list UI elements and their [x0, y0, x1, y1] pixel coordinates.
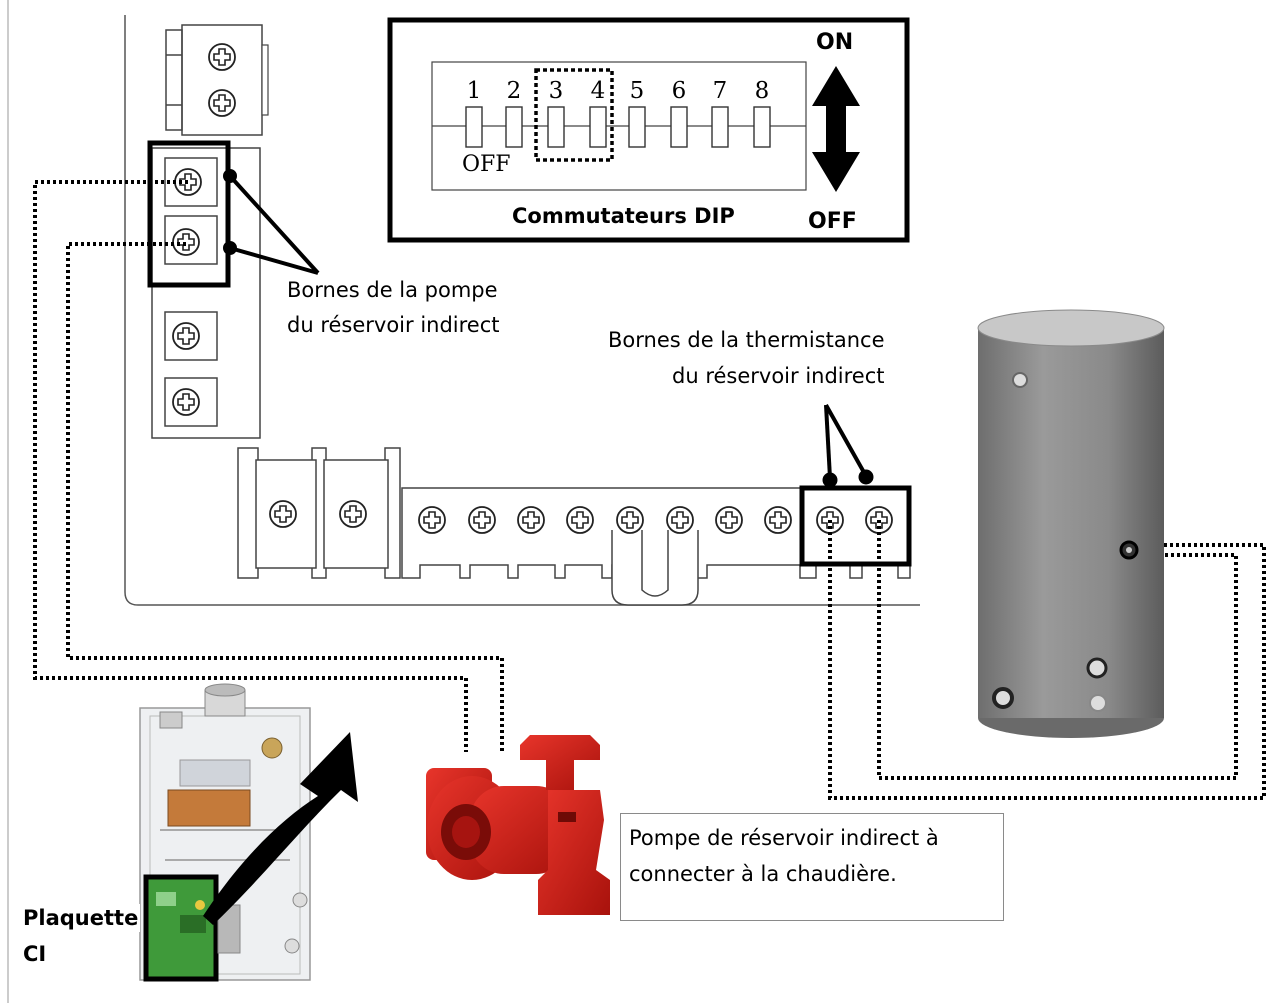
dip-on-label: ON — [816, 30, 854, 55]
left-terminal-block — [151, 147, 261, 439]
dip-switch-number: 3 — [549, 78, 564, 104]
thermistor-terminals-label-line2: du réservoir indirect — [672, 364, 885, 388]
dip-switch-toggle — [465, 106, 483, 148]
bottom-terminal-rail — [237, 447, 911, 606]
dip-switch-3-4-highlight — [534, 68, 614, 162]
pump-terminals-label-line2: du réservoir indirect — [287, 313, 500, 337]
dotted-wiring — [33, 180, 1266, 800]
pump-note-line2: connecter à la chaudière. — [629, 862, 897, 886]
dip-switch-toggle — [505, 106, 523, 148]
dip-switch-off-label: OFF — [462, 152, 511, 177]
dip-off-label: OFF — [808, 209, 857, 234]
top-terminal-block — [165, 24, 269, 136]
pcb-callout-arrow — [203, 732, 358, 925]
pcb-label-line1: Plaquette — [23, 904, 141, 933]
dip-title: Commutateurs DIP — [512, 204, 735, 228]
dip-switch-number: 5 — [630, 78, 645, 104]
pcb-highlight — [143, 874, 219, 982]
dip-switch-number: 1 — [467, 78, 482, 104]
dip-switch-toggle — [628, 106, 646, 148]
dip-switch-number: 7 — [713, 78, 728, 104]
pump-terminals-label-line1: Bornes de la pompe — [287, 278, 498, 302]
thermistor-terminals-highlight — [799, 485, 912, 567]
enclosure-outline — [124, 15, 920, 606]
dip-switch-toggle — [589, 106, 607, 148]
indirect-tank — [977, 309, 1165, 738]
thermistor-terminal-leaders — [822, 404, 874, 488]
dip-switch-toggle — [711, 106, 729, 148]
dip-switch-toggle — [547, 106, 565, 148]
boiler-unit — [139, 683, 311, 982]
pump-note-line1: Pompe de réservoir indirect à — [629, 826, 939, 850]
dip-switch-number: 2 — [507, 78, 522, 104]
on-off-double-arrow — [812, 66, 860, 192]
pcb-label-line2: CI — [23, 942, 47, 966]
dip-switch-number: 4 — [591, 78, 606, 104]
pump-note-box: Pompe de réservoir indirect à connecter … — [620, 813, 1004, 921]
dip-switch-number: 6 — [672, 78, 687, 104]
dip-switch-toggle — [753, 106, 771, 148]
pump-terminal-leaders — [223, 169, 320, 275]
circulator-pump — [426, 735, 610, 915]
thermistor-terminals-label-line1: Bornes de la thermistance — [608, 328, 885, 352]
dip-switch-toggle — [670, 106, 688, 148]
dip-switch-number: 8 — [755, 78, 770, 104]
pump-terminals-highlight — [147, 140, 231, 288]
